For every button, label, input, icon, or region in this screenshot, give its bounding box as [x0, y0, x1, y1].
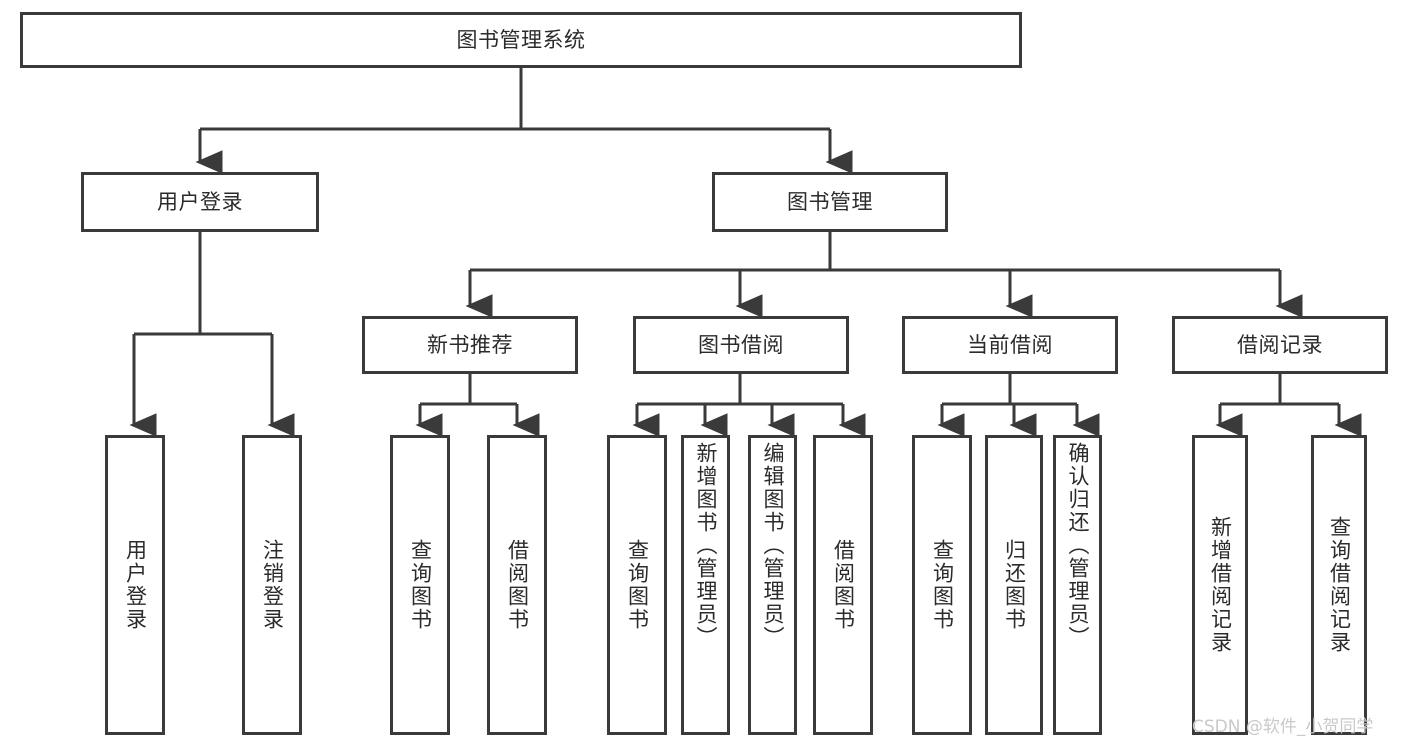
leaf-borrow-books-borrow-label: 借阅图书 — [831, 539, 856, 631]
leaf-add-borrow-record-label: 新增借阅记录 — [1208, 516, 1233, 654]
leaf-logout-login[interactable]: 注销登录 — [242, 435, 302, 735]
leaf-borrow-books-recommend[interactable]: 借阅图书 — [487, 435, 547, 735]
leaf-borrow-books-borrow[interactable]: 借阅图书 — [813, 435, 873, 735]
leaf-query-books-borrow-label: 查询图书 — [625, 539, 650, 631]
leaf-return-books[interactable]: 归还图书 — [985, 435, 1043, 735]
node-book-borrow[interactable]: 图书借阅 — [633, 316, 849, 374]
node-new-book-recommendation[interactable]: 新书推荐 — [362, 316, 578, 374]
node-borrow-record[interactable]: 借阅记录 — [1172, 316, 1388, 374]
leaf-query-books-current-label: 查询图书 — [930, 539, 955, 631]
node-user-login-label: 用户登录 — [157, 189, 243, 214]
leaf-add-book-admin[interactable]: 新增图书（管理员） — [681, 435, 730, 735]
leaf-add-book-admin-label: 新增图书（管理员） — [694, 442, 718, 649]
leaf-query-borrow-record[interactable]: 查询借阅记录 — [1311, 435, 1367, 735]
leaf-add-borrow-record[interactable]: 新增借阅记录 — [1192, 435, 1248, 735]
leaf-edit-book-admin[interactable]: 编辑图书（管理员） — [748, 435, 797, 735]
node-current-borrow[interactable]: 当前借阅 — [902, 316, 1118, 374]
node-new-book-recommendation-label: 新书推荐 — [427, 332, 513, 357]
leaf-borrow-books-recommend-label: 借阅图书 — [505, 539, 530, 631]
leaf-query-borrow-record-label: 查询借阅记录 — [1327, 516, 1352, 654]
node-current-borrow-label: 当前借阅 — [967, 332, 1053, 357]
node-borrow-record-label: 借阅记录 — [1237, 332, 1323, 357]
watermark: CSDN @软件_小贺同学 — [1192, 717, 1374, 737]
leaf-confirm-return-admin-label: 确认归还（管理员） — [1066, 442, 1090, 649]
leaf-edit-book-admin-label: 编辑图书（管理员） — [761, 442, 785, 649]
leaf-return-books-label: 归还图书 — [1002, 539, 1027, 631]
leaf-confirm-return-admin[interactable]: 确认归还（管理员） — [1053, 435, 1102, 735]
leaf-user-login[interactable]: 用户登录 — [105, 435, 165, 735]
node-book-management-label: 图书管理 — [787, 189, 873, 214]
leaf-query-books-recommend-label: 查询图书 — [408, 539, 433, 631]
node-book-borrow-label: 图书借阅 — [698, 332, 784, 357]
node-book-management[interactable]: 图书管理 — [712, 172, 948, 232]
leaf-query-books-current[interactable]: 查询图书 — [912, 435, 972, 735]
leaf-query-books-recommend[interactable]: 查询图书 — [390, 435, 450, 735]
node-user-login[interactable]: 用户登录 — [81, 172, 319, 232]
leaf-user-login-label: 用户登录 — [123, 539, 148, 631]
node-root-label: 图书管理系统 — [456, 27, 586, 52]
leaf-query-books-borrow[interactable]: 查询图书 — [607, 435, 667, 735]
node-root[interactable]: 图书管理系统 — [20, 12, 1022, 68]
leaf-logout-login-label: 注销登录 — [260, 539, 285, 631]
